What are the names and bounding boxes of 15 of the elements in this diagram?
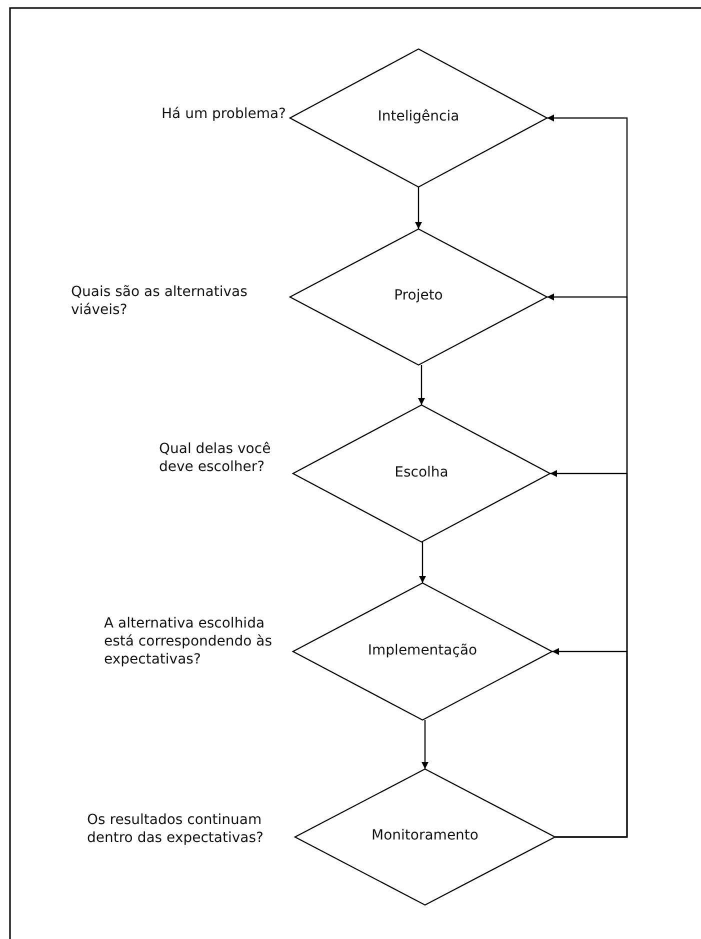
question-text: Os resultados continuam dentro das expectativas? xyxy=(87,810,264,848)
step-label: Inteligência xyxy=(378,108,460,124)
question-text: A alternativa escolhida está correspondendo às expectativas? xyxy=(104,614,274,669)
arrow xyxy=(415,187,422,229)
arrow xyxy=(418,365,425,405)
question-text: Quais são as alternativas viáveis? xyxy=(71,282,248,320)
step-label: Escolha xyxy=(394,464,448,480)
arrow xyxy=(552,648,628,838)
step-label: Implementação xyxy=(368,642,478,658)
arrow xyxy=(422,720,428,769)
step-label: Projeto xyxy=(394,287,443,304)
arrow xyxy=(419,542,426,583)
step-label: Monitoramento xyxy=(372,827,478,844)
question-text: Há um problema? xyxy=(162,104,286,124)
question-text: Qual delas você deve escolher? xyxy=(159,439,272,476)
